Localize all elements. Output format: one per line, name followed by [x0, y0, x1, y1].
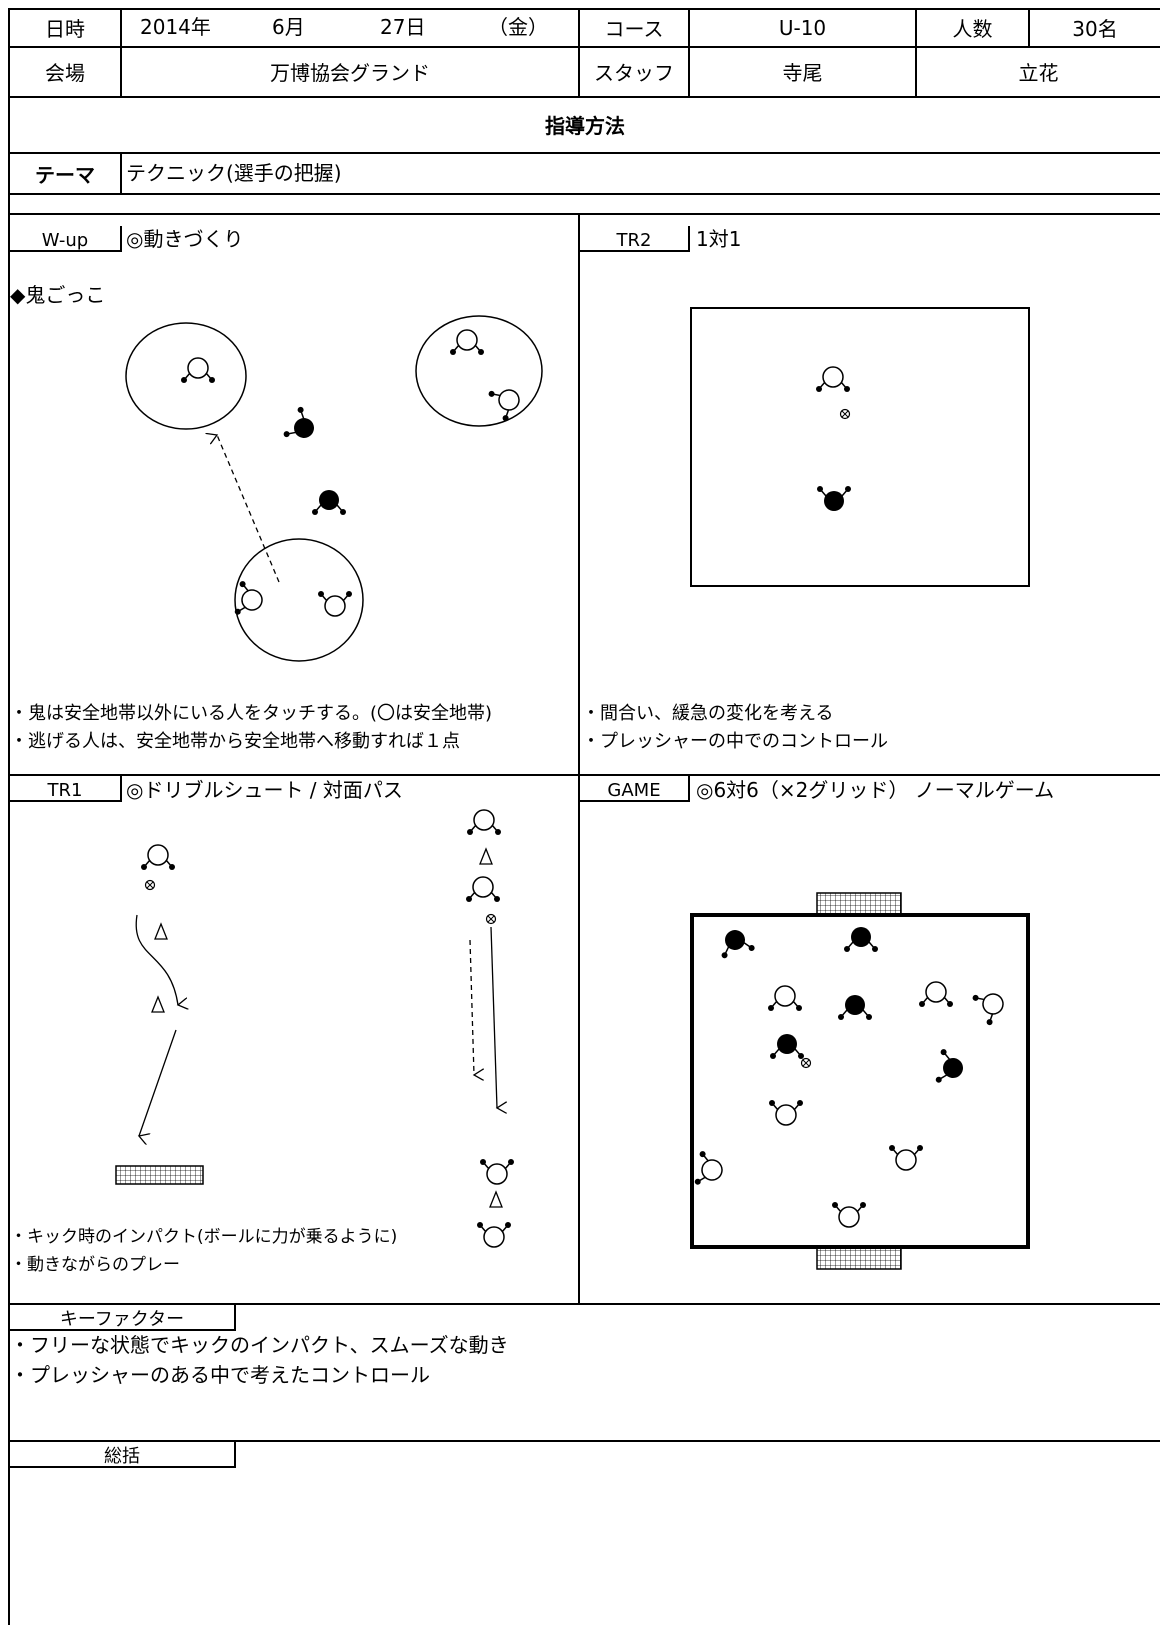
game-diagram	[690, 892, 1030, 1270]
key-factor-tag: キーファクター	[10, 1305, 236, 1331]
key-factor-notes: ・フリーな状態でキックのインパクト、スムーズな動き ・プレッシャーのある中で考え…	[10, 1330, 509, 1390]
key-factor-note-1: ・フリーな状態でキックのインパクト、スムーズな動き	[10, 1333, 509, 1357]
staff-label: スタッフ	[594, 61, 674, 85]
tr2-note-1: ・間合い、緩急の変化を考える	[582, 703, 834, 724]
date-label: 日時	[45, 17, 85, 41]
tr2-title: 1対1	[696, 227, 742, 251]
staff-2: 立花	[1018, 61, 1059, 85]
game-tag: GAME	[580, 776, 690, 802]
date-day: 27日	[380, 15, 426, 39]
player-white-icon	[815, 366, 851, 393]
cone-icon	[479, 848, 493, 865]
venue-value: 万博協会グランド	[270, 61, 430, 85]
goal-icon	[816, 892, 902, 916]
tr2-note-2: ・プレッシャーの中でのコントロール	[582, 731, 888, 752]
player-white-icon	[233, 579, 266, 620]
tr1-note-2: ・動きながらのプレー	[10, 1255, 180, 1275]
pass-arrow	[469, 939, 474, 1075]
cone-icon	[154, 923, 168, 940]
tr1-title: ◎ドリブルシュート / 対面パス	[126, 778, 403, 802]
tr1-diagram	[115, 809, 515, 1248]
player-white-icon	[476, 1221, 512, 1248]
player-white-icon	[449, 329, 485, 356]
wup-notes: ・鬼は安全地帯以外にいる人をタッチする。(〇は安全地帯) ・逃げる人は、安全地帯…	[10, 700, 576, 756]
tr1-notes: ・キック時のインパクト(ボールに力が乗るように) ・動きながらのプレー	[10, 1223, 397, 1279]
grid-square	[690, 307, 1030, 587]
player-white-icon	[486, 379, 527, 423]
player-black-icon	[311, 489, 347, 516]
pass-arrow	[490, 926, 497, 1108]
tr1-note-1: ・キック時のインパクト(ボールに力が乗るように)	[10, 1227, 398, 1247]
wup-note-2: ・逃げる人は、安全地帯から安全地帯へ移動すれば１点	[10, 731, 460, 752]
ball-icon	[144, 879, 156, 891]
player-white-icon	[465, 876, 501, 903]
safe-zone	[125, 322, 247, 430]
ball-icon	[839, 408, 851, 420]
wup-subtitle: ◆鬼ごっこ	[10, 283, 106, 307]
player-black-icon	[816, 485, 852, 512]
run-arrow	[217, 435, 280, 583]
player-white-icon	[479, 1158, 515, 1185]
method-title: 指導方法	[545, 114, 625, 138]
goal-icon	[816, 1246, 902, 1270]
player-black-icon	[281, 405, 322, 449]
course-label: コース	[604, 17, 664, 41]
dribble-arrow	[135, 914, 178, 1005]
staff-1: 寺尾	[782, 61, 823, 85]
tr2-diagram	[690, 307, 1030, 587]
player-white-icon	[466, 809, 502, 836]
wup-tag: W-up	[10, 226, 122, 252]
cone-icon	[151, 996, 165, 1013]
venue-label: 会場	[45, 61, 85, 85]
game-title: ◎6対6（×2グリッド） ノーマルゲーム	[696, 778, 1055, 802]
ball-icon	[485, 913, 497, 925]
shot-arrow	[139, 1029, 177, 1136]
safe-zone	[415, 315, 543, 427]
goal-icon	[115, 1165, 204, 1185]
tr1-tag: TR1	[10, 776, 122, 802]
date-weekday: （金）	[488, 15, 548, 39]
theme-value: テクニック(選手の把握)	[126, 161, 342, 185]
theme-label: テーマ	[35, 162, 95, 187]
date-month: 6月	[272, 15, 305, 39]
count-label: 人数	[952, 17, 993, 41]
wup-diagram	[125, 315, 543, 662]
key-factor-note-2: ・プレッシャーのある中で考えたコントロール	[10, 1363, 430, 1387]
player-white-icon	[180, 357, 216, 384]
wup-title: ◎動きづくり	[126, 227, 244, 251]
cone-icon	[489, 1191, 503, 1208]
date-year: 2014年	[140, 15, 211, 39]
tr2-notes: ・間合い、緩急の変化を考える ・プレッシャーの中でのコントロール	[582, 700, 888, 756]
wup-note-1: ・鬼は安全地帯以外にいる人をタッチする。(〇は安全地帯)	[10, 703, 493, 724]
player-white-icon	[317, 590, 353, 617]
game-pitch	[690, 913, 1030, 1249]
count-value: 30名	[1072, 17, 1118, 41]
safe-zone	[234, 538, 364, 662]
summary-tag: 総括	[10, 1442, 236, 1468]
course-value: U-10	[778, 15, 827, 40]
tr2-tag: TR2	[580, 226, 690, 252]
player-white-icon	[140, 844, 176, 871]
ball-icon	[800, 1057, 812, 1069]
